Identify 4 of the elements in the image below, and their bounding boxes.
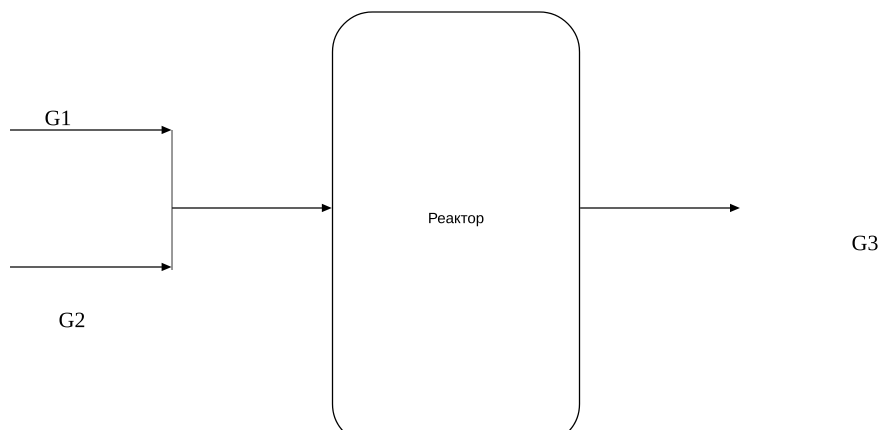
edge-label: G2 <box>59 312 84 328</box>
reactor-box: Реактор <box>332 11 580 430</box>
stream-label: G3 <box>852 236 878 250</box>
edge-label: G1 <box>45 110 70 126</box>
